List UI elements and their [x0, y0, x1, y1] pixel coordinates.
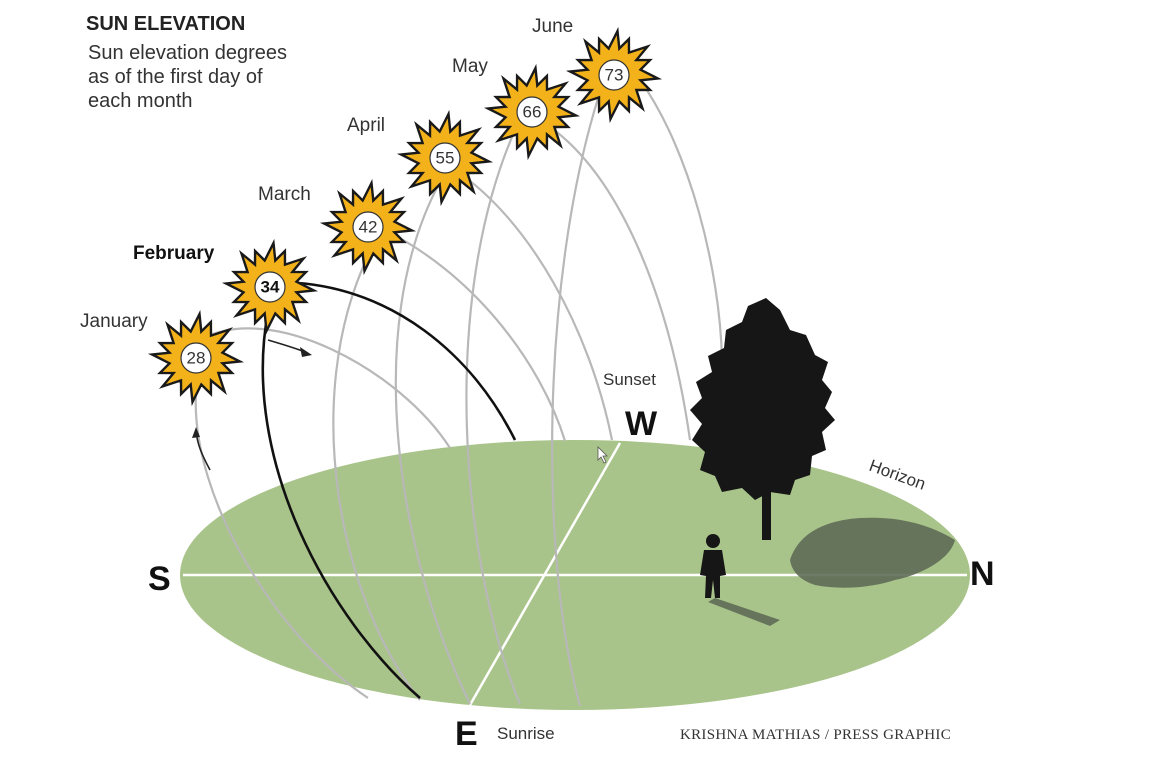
sun-center [429, 142, 461, 174]
arrow-up-head [192, 427, 200, 438]
sunrise-label: Sunrise [497, 724, 555, 743]
sun-elevation-value: 55 [436, 149, 455, 168]
february-arc-rise [261, 311, 421, 699]
sun-path-arc [332, 255, 421, 701]
sun-elevation-value: 73 [605, 66, 624, 85]
sun-path-arc [539, 119, 692, 441]
february-path [261, 281, 517, 699]
sun-elevation-value: 34 [261, 278, 280, 297]
sun-elevation-value: 42 [359, 218, 378, 237]
sun-path-arc [454, 169, 614, 441]
person-body [700, 550, 726, 598]
sun-january-icon: 28 [147, 309, 245, 407]
compass-west: W [625, 405, 658, 443]
direction-arrows [192, 339, 312, 471]
sun-path-arc [465, 129, 522, 705]
sun-center [352, 211, 384, 243]
credit-line: KRISHNA MATHIAS / PRESS GRAPHIC [680, 727, 951, 743]
month-label-june: June [532, 16, 573, 37]
month-label-february: February [133, 243, 215, 264]
sun-center [254, 271, 286, 303]
sun-april-icon: 55 [396, 109, 494, 207]
arrow-right [267, 339, 306, 353]
sun-markers: 28 34 42 55 66 73 [147, 26, 663, 407]
sun-march-icon: 42 [319, 178, 417, 276]
month-label-january: January [80, 311, 148, 332]
sun-path-arc [551, 91, 602, 707]
subtitle-line-3: each month [88, 90, 193, 112]
sun-path-arc [379, 227, 567, 442]
subtitle-line-2: as of the first day of [88, 66, 263, 88]
diagram-title: SUN ELEVATION [86, 13, 245, 35]
compass-east: E [455, 715, 478, 753]
compass-north: N [970, 555, 995, 593]
person-head [706, 534, 720, 548]
month-label-april: April [347, 115, 385, 136]
person-shadow [708, 598, 780, 626]
arrow-right-head [300, 347, 312, 357]
sun-elevation-value: 66 [523, 103, 542, 122]
month-label-march: March [258, 184, 311, 205]
sun-february-icon: 34 [221, 238, 319, 336]
sun-path-arc [639, 79, 724, 361]
sun-path-arc [199, 327, 451, 449]
sun-center [598, 59, 630, 91]
month-label-may: May [452, 56, 488, 77]
february-arc-set [297, 281, 517, 441]
east-west-line [468, 442, 622, 706]
sun-path-arcs [194, 79, 724, 707]
tree-shadow [790, 517, 955, 588]
subtitle-line-1: Sun elevation degrees [88, 42, 287, 64]
sun-center [180, 342, 212, 374]
compass-south: S [148, 560, 171, 598]
sun-june-icon: 73 [565, 26, 663, 124]
sun-path-arc [394, 181, 471, 705]
sun-center [516, 96, 548, 128]
person-icon [700, 534, 726, 598]
sunset-label: Sunset [603, 370, 656, 389]
tree-canopy [690, 298, 835, 500]
tree-icon [690, 298, 835, 540]
mouse-cursor-icon [597, 446, 608, 464]
sun-may-icon: 66 [483, 63, 581, 161]
sun-elevation-value: 28 [187, 349, 206, 368]
